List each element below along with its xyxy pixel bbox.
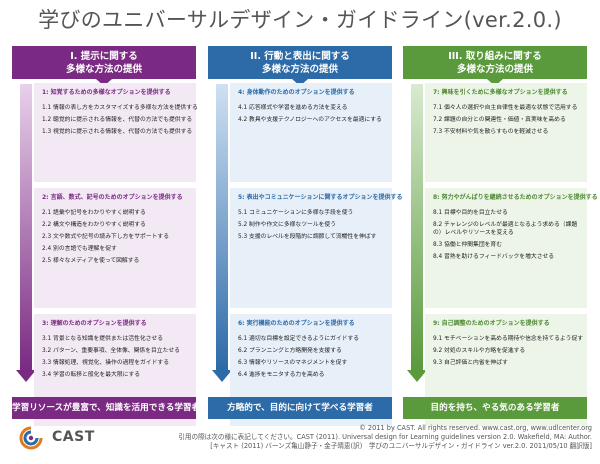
checkpoint-item: 6.2 プランニングと方略開発を支援する [238, 348, 342, 354]
learner-outcome-footer: 学習リソースが豊富で、知識を活用できる学習者 [12, 397, 200, 419]
down-arrow-icon [16, 370, 36, 382]
guideline-title: 7: 興味を引くために多様なオプションを提供する [433, 89, 568, 96]
guideline-title: 5: 表出やコミュニケーションに関するオプションを提供する [238, 194, 403, 201]
page-title: 学びのユニバーサルデザイン・ガイドライン(ver.2.0.) [38, 8, 562, 32]
checkpoint-item: 2.2 構文や構造をわかりやすく説明する [42, 222, 146, 228]
guideline-title: 9: 自己調整のためのオプションを提供する [433, 320, 550, 327]
checkpoint-item: 9.3 自己評価と内省を伸ばす [433, 360, 508, 366]
column-header: I. 提示に関する 多様な方法の提供 [12, 46, 196, 79]
checkpoint-item: 4.2 教具や支援テクノロジーへのアクセスを最適にする [238, 117, 382, 123]
progress-stripe [411, 84, 423, 370]
checkpoint-item: 6.1 適切な目標を設定できるようにガイドする [238, 336, 360, 342]
copyright-notice: © 2011 by CAST. All rights reserved. www… [359, 424, 592, 432]
guideline-box-4: 4: 身体動作のためのオプションを提供する 4.1 応答様式や学習を進める方法を… [230, 83, 392, 182]
checkpoint-item: 5.3 支援のレベルを段階的に調節して流暢性を伸ばす [238, 234, 377, 240]
guideline-box-7: 7: 興味を引くために多様なオプションを提供する 7.1 個々人の選択や自主自律… [425, 83, 587, 182]
header-notch [292, 79, 308, 86]
checkpoint-item: 3.3 情報処理、視覚化、操作の過程をガイドする [42, 360, 169, 366]
column-header-line1: III. 取り組みに関する [448, 51, 542, 62]
header-notch [96, 79, 112, 86]
guideline-box-2: 2: 言語、数式、記号のためのオプションを提供する 2.1 語彙や記号をわかりや… [34, 188, 196, 308]
checkpoint-item: 6.4 進捗をモニタする力を高める [238, 372, 325, 378]
column-header-line1: I. 提示に関する [70, 51, 138, 62]
translation-credit: [キャスト (2011) バーンズ亀山静子・金子晴恵(訳) 学びのユニバーサルデ… [210, 442, 592, 450]
guideline-title: 8: 努力やがんばりを継続させるためのオプションを提供する [433, 194, 598, 201]
down-arrow-icon [407, 370, 427, 382]
checkpoint-item: 9.1 モチベーションを高める期待や信念を持てるよう促す [433, 336, 584, 342]
checkpoint-item: 7.3 不安材料や気を散らすものを軽減させる [433, 129, 549, 135]
checkpoint-item: 7.2 課題の自分との関連性・価値・真実味を高める [433, 117, 566, 123]
guideline-box-1: 1: 知覚するための多様なオプションを提供する 1.1 情報の表し方をカスタマイ… [34, 83, 198, 182]
learner-outcome-footer: 目的を持ち、やる気のある学習者 [403, 397, 587, 419]
progress-stripe [20, 84, 32, 370]
column-header-line1: II. 行動と表出に関する [250, 51, 350, 62]
checkpoint-item: 1.1 情報の表し方をカスタマイズする多様な方法を提供する [42, 105, 198, 111]
checkpoint-item: 4.1 応答様式や学習を進める方法を変える [238, 105, 348, 111]
principle-column-engagement: III. 取り組みに関する 多様な方法の提供 7: 興味を引くために多様なオプシ… [403, 46, 598, 426]
principle-column-action-expression: II. 行動と表出に関する 多様な方法の提供 4: 身体動作のためのオプションを… [208, 46, 403, 426]
checkpoint-item: 5.2 制作や作文に多様なツールを使う [238, 222, 337, 228]
guideline-box-5: 5: 表出やコミュニケーションに関するオプションを提供する 5.1 コミュニケー… [230, 188, 403, 308]
checkpoint-item: 7.1 個々人の選択や自主自律性を最適な状態で活用する [433, 105, 578, 111]
column-header: II. 行動と表出に関する 多様な方法の提供 [208, 46, 392, 79]
column-header-line2: 多様な方法の提供 [261, 64, 338, 75]
learner-outcome-footer: 方略的で、目的に向けて学べる学習者 [208, 397, 392, 419]
checkpoint-item: 3.4 学習の転移と般化を最大限にする [42, 372, 141, 378]
column-header: III. 取り組みに関する 多様な方法の提供 [403, 46, 587, 79]
checkpoint-item: 3.1 背景となる知識を提供または活性化させる [42, 336, 164, 342]
down-arrow-icon [212, 370, 232, 382]
header-notch [487, 79, 503, 86]
guideline-box-8: 8: 努力やがんばりを継続させるためのオプションを提供する 8.1 目標や目的を… [425, 188, 598, 308]
column-header-line2: 多様な方法の提供 [456, 64, 533, 75]
checkpoint-item: 3.2 パターン、重要事項、全体像、関係を目立たせる [42, 348, 180, 354]
citation-note: 引用の際は次の様に表記してください。CAST (2011). Universal… [178, 433, 592, 441]
logo-text: CAST [52, 429, 95, 445]
checkpoint-item: 8.1 目標や目的を目立たせる [433, 210, 508, 216]
guideline-title: 3: 理解のためのオプションを提供する [42, 320, 147, 327]
checkpoint-item: 1.3 視覚的に提示される情報を、代替の方法でも提供する [42, 129, 193, 135]
checkpoint-item: 1.2 聴覚的に提示される情報を、代替の方法でも提供する [42, 117, 193, 123]
column-header-line2: 多様な方法の提供 [65, 64, 142, 75]
progress-stripe [216, 84, 228, 370]
checkpoint-item: 9.2 対処のスキルや方略を促進する [433, 348, 526, 354]
guideline-title: 2: 言語、数式、記号のためのオプションを提供する [42, 194, 183, 201]
guideline-title: 6: 実行機能のためのオプションを提供する [238, 320, 355, 327]
checkpoint-item: 5.1 コミュニケーションに多様な手段を使う [238, 210, 354, 216]
checkpoint-item: 8.2 チャレンジのレベルが最適となるよう求める（課題の）レベルやリソースを変え… [433, 222, 578, 236]
checkpoint-item: 6.3 情報やリソースのマネジメントを促す [238, 360, 348, 366]
cast-logo: CAST [14, 426, 94, 450]
checkpoint-item: 2.1 語彙や記号をわかりやすく説明する [42, 210, 146, 216]
principle-column-representation: I. 提示に関する 多様な方法の提供 1: 知覚するための多様なオプションを提供… [12, 46, 198, 426]
checkpoint-item: 2.3 文や数式や記号の読み下し方をサポートする [42, 234, 169, 240]
checkpoint-item: 8.4 習熟を助けるフィードバックを増大させる [433, 254, 555, 260]
checkpoint-item: 2.5 様々なメディアを使って図解する [42, 258, 140, 264]
cast-logo-icon [19, 426, 43, 450]
checkpoint-item: 2.4 別の言語でも理解を促す [42, 246, 117, 252]
guideline-title: 4: 身体動作のためのオプションを提供する [238, 89, 355, 96]
guideline-title: 1: 知覚するための多様なオプションを提供する [42, 89, 171, 96]
checkpoint-item: 8.3 協働と仲間集団を育む [433, 242, 503, 248]
